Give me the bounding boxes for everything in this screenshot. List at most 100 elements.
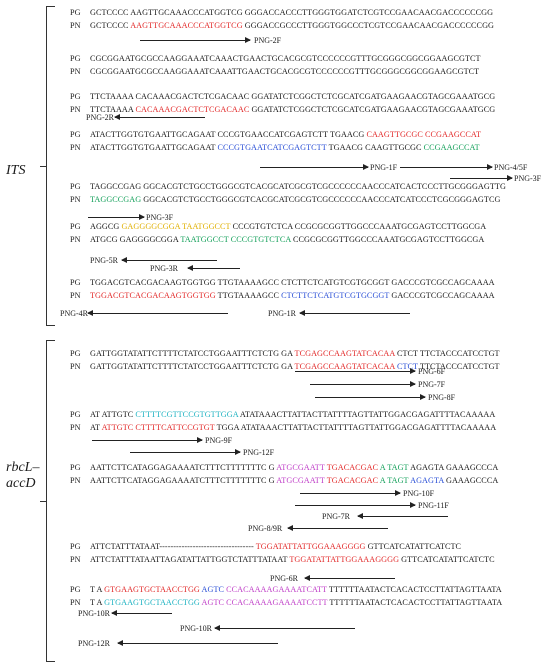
sequence-segment: TTCTACCCATCCTGT (417, 362, 500, 371)
primer-png-4r: PNG-4R (60, 309, 89, 318)
sequence-segment: GGATATCTCGGCTCTCGCATCGATGAAGAACGTAGCGAAA… (249, 105, 496, 114)
species-label: PN (70, 423, 81, 432)
arrow-png-3f-a (450, 175, 513, 181)
sequence-segment: GATTGGTATATTCTTTTCTATCCTGGAATTTCTCTG GA (90, 362, 295, 371)
its-row-1-pg: PG GCTCCCC AAGTTGCAAACCCATGGTCG GGGACCACC… (70, 8, 493, 18)
primer-png-45f: PNG-4/5F (494, 163, 528, 172)
sequence-segment: AGGCG (90, 222, 122, 231)
sequence-segment: TCGAGCCAAGTATCACAA (294, 349, 395, 358)
sequence-segment: GGCACGTCTGCCTGGGCGTCACGCATCGCGTCGCCCCCCA… (141, 195, 501, 204)
rbcl-section-label: rbcL–accD (6, 460, 40, 491)
sequence-segment: GCTCCCC (90, 21, 131, 30)
species-label: PN (70, 362, 81, 371)
sequence-segment: GAGGGGCGGA TAATGGCCT (121, 222, 231, 231)
primer-png-9f: PNG-9F (205, 436, 233, 445)
primer-png-2r: PNG-2R (86, 113, 115, 122)
sequence-segment: ATTGTC CTTTTCATTCCGTGT (101, 423, 215, 432)
sequence-segment: AT ATTGTC (90, 410, 136, 419)
primer-png-7f: PNG-7F (418, 380, 446, 389)
sequence-segment: AGAGTA GAAAGCCCA (408, 463, 499, 472)
sequence-segment: ATACTTGGTGTGAATTGCAGAAT CCCGTGAACCATCGAG… (90, 130, 367, 139)
sequence-segment: TTGTAAAAGCC (215, 291, 282, 300)
species-label: PG (70, 92, 81, 101)
arrow-png-11f (295, 502, 416, 508)
species-label: PN (70, 143, 81, 152)
sequence-segment: TGGA ATATAAACTTATTACTTATTTTAGTTATTGGACGA… (214, 423, 497, 432)
sequence-segment: ATGCGAATT (276, 463, 325, 472)
sequence-segment: GGGACCGCCCTTGGGTGGCCCTCGTCCGAACAACGACCCC… (242, 21, 494, 30)
sequence-segment: TTCTAAAA CACAAACGACTCTCGACAAC GGATATCTCG… (90, 92, 496, 101)
its-brace (40, 6, 55, 326)
sequence-segment: TTTTTTAATACTCACACTCCTTATTAGTTAATA (326, 585, 502, 594)
arrow-png-5r (121, 257, 217, 263)
primer-png-3r: PNG-3R (150, 264, 179, 273)
species-label: PG (70, 349, 81, 358)
arrow-png-45f (400, 164, 493, 170)
sequence-segment: TAGGCCGAG (90, 195, 142, 204)
primer-png-2f: PNG-2F (254, 36, 282, 45)
primer-png-8f: PNG-8F (428, 393, 456, 402)
sequence-segment: AAGTTGCAAACCCATGGTCG (130, 21, 243, 30)
primer-png-12f: PNG-12F (243, 448, 275, 457)
species-label: PG (70, 278, 81, 287)
arrow-png-3r (187, 265, 240, 271)
sequence-segment: GATTGGTATATTCTTTTCTATCCTGGAATTTCTCTG GA (90, 349, 295, 358)
sequence-segment: GCTCCCC AAGTTGCAAACCCATGGTCG GGGACCACCCT… (90, 8, 494, 17)
sequence-segment: AGTC (201, 585, 225, 594)
species-label: PN (70, 476, 81, 485)
arrow-png-89r (287, 525, 388, 531)
arrow-png-7r (357, 513, 448, 519)
arrow-png-2f (140, 37, 251, 43)
species-label: PG (70, 542, 81, 551)
sequence-segment: CCCGTGAATCATCGAGTCTT (217, 143, 327, 152)
sequence-segment: CTCT TTCTACCCATCCTGT (394, 349, 500, 358)
sequence-segment: T A (90, 598, 105, 607)
arrow-png-9f (92, 437, 203, 443)
primer-png-6f: PNG-6F (418, 367, 446, 376)
sequence-segment: ATACTTGGTGTGAATTGCAGAAT (90, 143, 218, 152)
arrow-png-1r (299, 310, 410, 316)
sequence-segment: TGGACGTCACGACAAGTGGTGG TTGTAAAAGCC CTCTT… (90, 278, 495, 287)
sequence-segment: ATATAAACTTATTACTTATTTTAGTTATTGGACGAGATTT… (238, 410, 496, 419)
primer-png-10r-b: PNG-10R (180, 624, 213, 633)
sequence-segment: AGTC (201, 598, 225, 607)
sequence-segment: TGAACG CAAGTTGCGC (326, 143, 424, 152)
rbcl-row-1-pg: PG GATTGGTATATTCTTTTCTATCCTGGAATTTCTCTG G… (70, 349, 500, 359)
species-label: PG (70, 8, 81, 17)
species-label: PN (70, 195, 81, 204)
arrow-png-6r (304, 575, 395, 581)
sequence-segment: A TAGT (379, 463, 409, 472)
arrow-png-6f (295, 368, 416, 374)
sequence-segment: TGACACGAC (326, 476, 379, 485)
its-row-7-pg: PG TGGACGTCACGACAAGTGGTGG TTGTAAAAGCC CTC… (70, 278, 495, 288)
primer-png-6r: PNG-6R (270, 574, 299, 583)
sequence-segment: TCGAGCCAAGTATCACAA (294, 362, 395, 371)
sequence-segment: CACAAACGACTCTCGACAAC (135, 105, 250, 114)
rbcl-brace (40, 340, 55, 662)
sequence-segment: AGAGTA (410, 476, 444, 485)
sequence-segment: TGGACGTCACGACAAGTGGTGG (90, 291, 216, 300)
sequence-segment: CCGAAGCCAT (423, 143, 480, 152)
sequence-segment: CTCTTCTCATGTCGTGCGGT (281, 291, 390, 300)
sequence-segment: ATGCGAATT (276, 476, 325, 485)
its-row-4-pn: PN ATACTTGGTGTGAATTGCAGAAT CCCGTGAATCATCG… (70, 143, 480, 153)
sequence-segment: AATTCTTCATAGGAGAAAATCTTTCTTTTTTTC G (90, 463, 277, 472)
sequence-segment: ATGCG GAGGGGCGGA (90, 235, 181, 244)
primer-png-7r: PNG-7R (322, 512, 351, 521)
sequence-segment: TGACACGAC (326, 463, 379, 472)
primer-png-1r: PNG-1R (268, 309, 297, 318)
arrow-png-10r-b (214, 625, 355, 631)
species-label: PN (70, 598, 81, 607)
species-label: PG (70, 585, 81, 594)
arrow-png-10f (300, 490, 401, 496)
sequence-segment: TGGATATTATTGGAAAGGGG (289, 555, 400, 564)
